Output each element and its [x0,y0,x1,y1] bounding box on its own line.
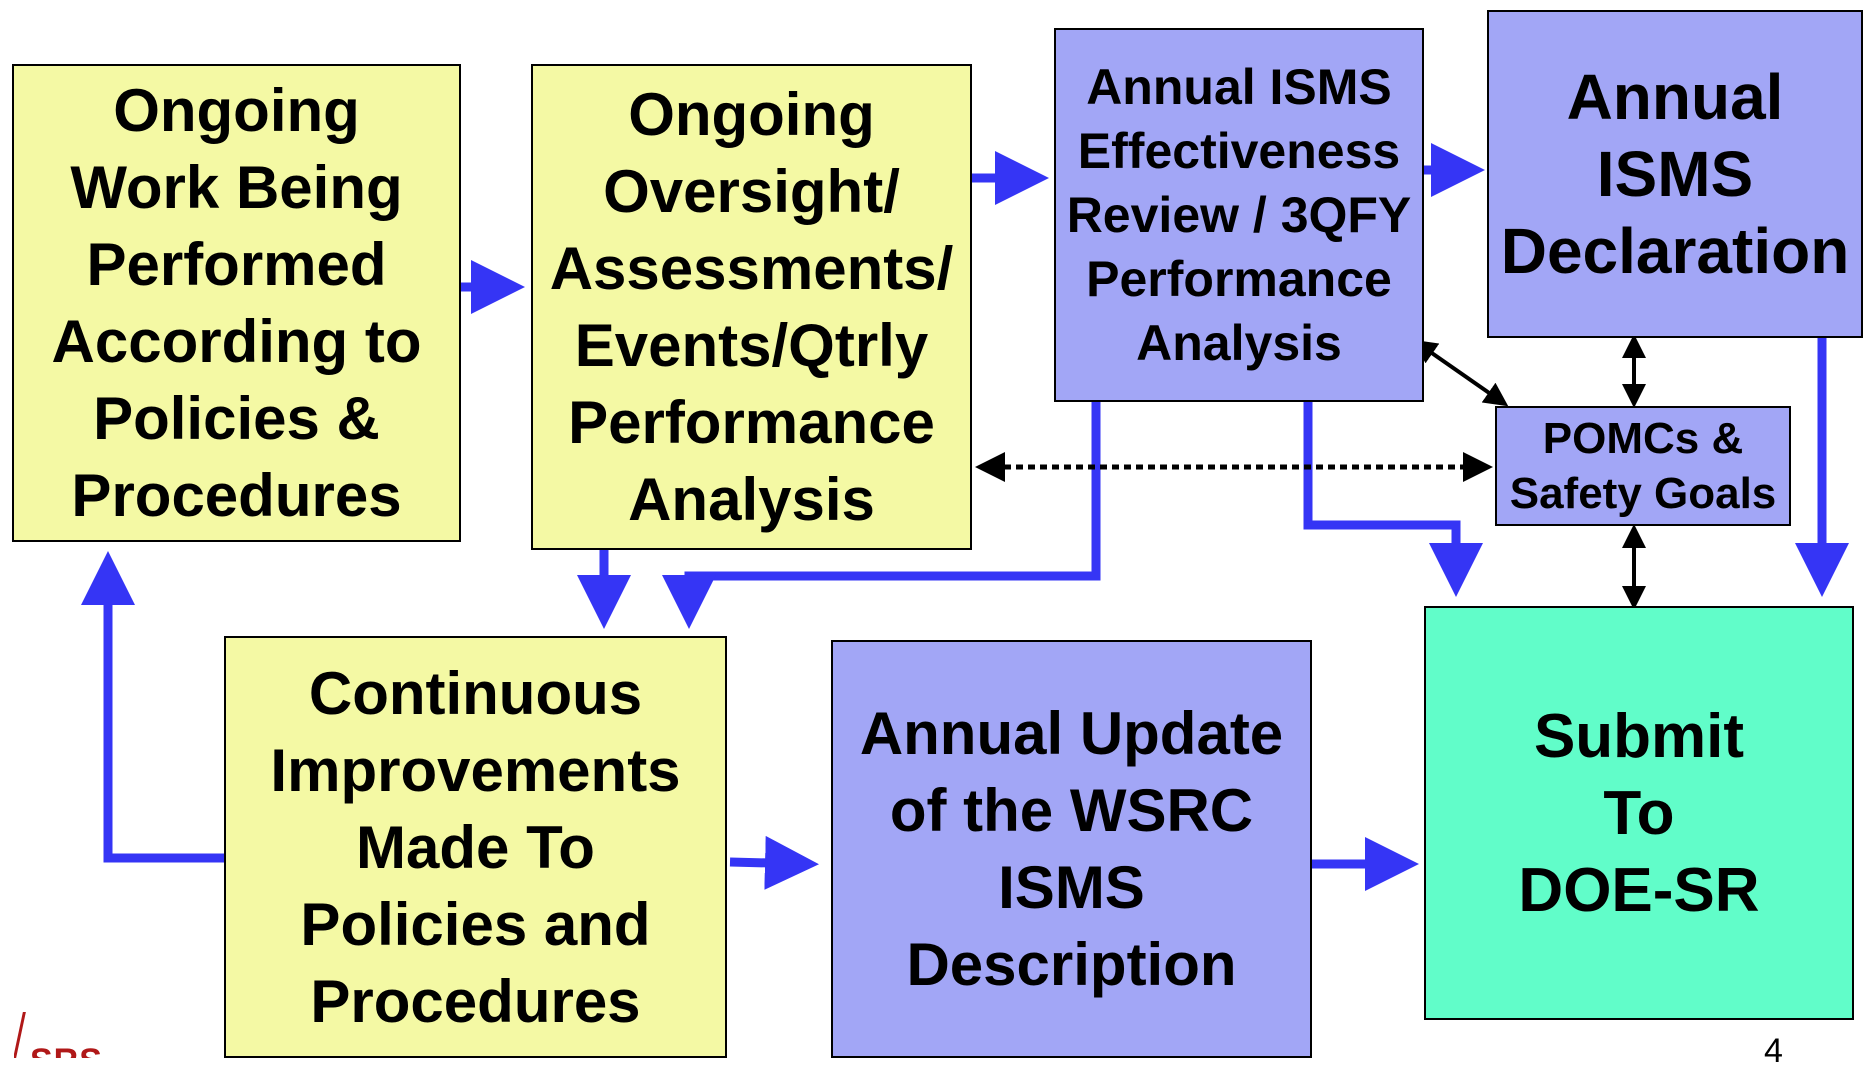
arrow-review-to-improvements [662,402,1101,629]
arrow-review-to-submit [1303,402,1483,597]
annual-review-label: Annual ISMS Effectiveness Review / 3QFY … [1066,59,1412,371]
arrow-improvements-to-update [729,835,819,890]
logo-stroke-mark [14,1012,26,1058]
submit-box: Submit To DOE-SR [1424,606,1854,1020]
submit-label: Submit To DOE-SR [1518,701,1760,925]
ongoing-work-box: Ongoing Work Being Performed According t… [12,64,461,542]
srs-logo: SRS [14,1012,124,1058]
continuous-improvements-label: Continuous Improvements Made To Policies… [270,659,681,1035]
arrow-improvements-to-work [81,551,224,863]
pomcs-label: POMCs & Safety Goals [1509,414,1777,518]
ongoing-work-label: Ongoing Work Being Performed According t… [51,77,422,529]
annual-declaration-label: Annual ISMS Declaration [1500,60,1850,287]
annual-update-box: Annual Update of the WSRC ISMS Descripti… [831,640,1312,1058]
continuous-improvements-box: Continuous Improvements Made To Policies… [224,636,727,1058]
annual-update-label: Annual Update of the WSRC ISMS Descripti… [859,700,1284,998]
ongoing-oversight-label: Ongoing Oversight/ Assessments/ Events/Q… [549,81,954,533]
ongoing-oversight-box: Ongoing Oversight/ Assessments/ Events/Q… [531,64,972,550]
link-review-pomcs [1412,339,1509,407]
annual-review-box: Annual ISMS Effectiveness Review / 3QFY … [1054,28,1424,402]
page-number: 4 [1764,1032,1783,1070]
annual-declaration-box: Annual ISMS Declaration [1487,10,1863,338]
logo-text: SRS [30,1042,103,1058]
pomcs-box: POMCs & Safety Goals [1495,406,1791,526]
